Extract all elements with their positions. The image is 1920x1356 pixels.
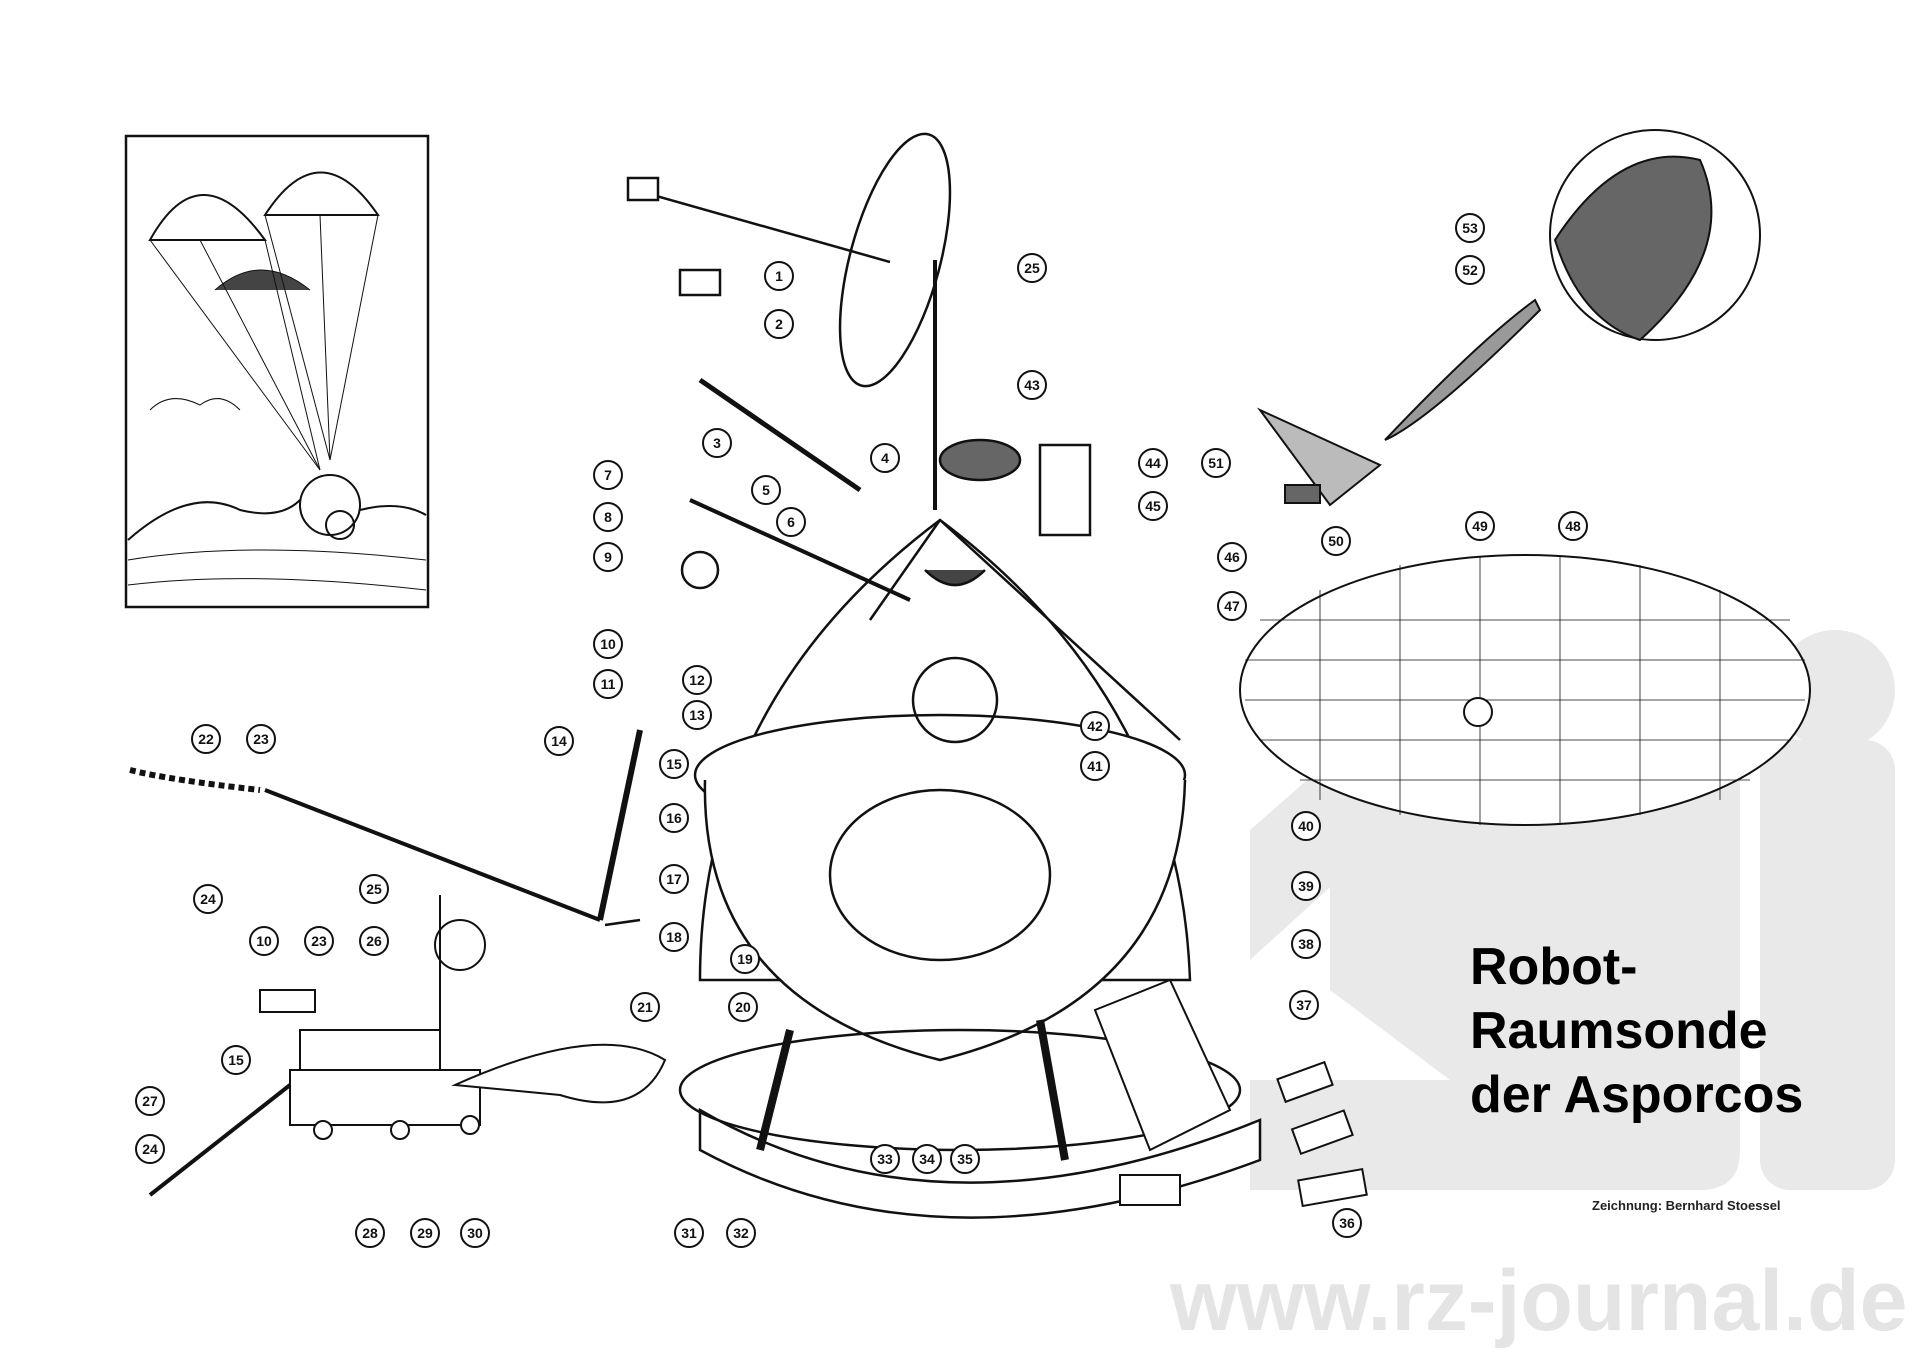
callout-number: 31 (674, 1218, 704, 1248)
callout-number: 52 (1455, 255, 1485, 285)
callout-number: 24 (135, 1134, 165, 1164)
callout-number: 15 (221, 1045, 251, 1075)
callout-number: 5 (751, 475, 781, 505)
callout-number: 6 (776, 507, 806, 537)
callout-number: 8 (593, 502, 623, 532)
callout-number: 42 (1080, 711, 1110, 741)
callout-number: 28 (355, 1218, 385, 1248)
callout-number: 25 (359, 874, 389, 904)
grid-disk (1239, 554, 1811, 826)
watermark: www.rz-journal.de (1170, 1253, 1908, 1349)
callout-number: 46 (1217, 542, 1247, 572)
callout-number: 17 (659, 864, 689, 894)
callout-number: 13 (682, 700, 712, 730)
callout-number: 20 (728, 992, 758, 1022)
callout-number: 23 (304, 926, 334, 956)
callout-number: 1 (764, 261, 794, 291)
title-line: Raumsonde (1470, 1002, 1768, 1060)
callout-number: 47 (1217, 591, 1247, 621)
callout-number: 45 (1138, 491, 1168, 521)
rover (148, 895, 667, 1197)
callout-number: 11 (593, 669, 623, 699)
title-line: Robot- (1470, 938, 1638, 996)
callout-number: 19 (730, 944, 760, 974)
callout-number: 43 (1017, 370, 1047, 400)
callout-number: 22 (191, 724, 221, 754)
callout-number: 37 (1289, 990, 1319, 1020)
callout-number: 4 (870, 443, 900, 473)
callout-number: 40 (1291, 811, 1321, 841)
callout-number: 53 (1455, 213, 1485, 243)
callout-number: 12 (682, 665, 712, 695)
background-logo (1250, 630, 1895, 1190)
callout-number: 29 (410, 1218, 440, 1248)
callout-number: 18 (659, 922, 689, 952)
callout-number: 9 (593, 542, 623, 572)
callout-number: 27 (135, 1086, 165, 1116)
balloon (1256, 129, 1761, 507)
callout-number: 48 (1558, 511, 1588, 541)
callout-number: 50 (1321, 526, 1351, 556)
callout-number: 24 (193, 884, 223, 914)
callout-number: 30 (460, 1218, 490, 1248)
parachute-inset (124, 134, 430, 609)
callout-number: 32 (726, 1218, 756, 1248)
callout-number: 35 (950, 1144, 980, 1174)
diagram-title: Robot- Raumsonde der Asporcos (1470, 935, 1803, 1127)
callout-number: 2 (764, 309, 794, 339)
callout-number: 49 (1465, 511, 1495, 541)
callout-number: 26 (359, 926, 389, 956)
title-line: der Asporcos (1470, 1066, 1804, 1124)
callout-number: 34 (912, 1144, 942, 1174)
canisters (1093, 978, 1368, 1208)
drawing-credit: Zeichnung: Bernhard Stoessel (1592, 1198, 1781, 1213)
callout-number: 15 (659, 749, 689, 779)
callout-number: 51 (1201, 448, 1231, 478)
callout-number: 3 (702, 428, 732, 458)
callout-number: 36 (1332, 1208, 1362, 1238)
callout-number: 10 (249, 926, 279, 956)
callout-number: 23 (246, 724, 276, 754)
callout-number: 41 (1080, 751, 1110, 781)
callout-number: 21 (630, 992, 660, 1022)
callout-number: 25 (1017, 253, 1047, 283)
callout-number: 39 (1291, 871, 1321, 901)
callout-number: 44 (1138, 448, 1168, 478)
callout-number: 7 (593, 460, 623, 490)
callout-number: 14 (544, 726, 574, 756)
callout-number: 16 (659, 803, 689, 833)
callout-number: 38 (1291, 929, 1321, 959)
callout-number: 10 (593, 629, 623, 659)
callout-number: 33 (870, 1144, 900, 1174)
